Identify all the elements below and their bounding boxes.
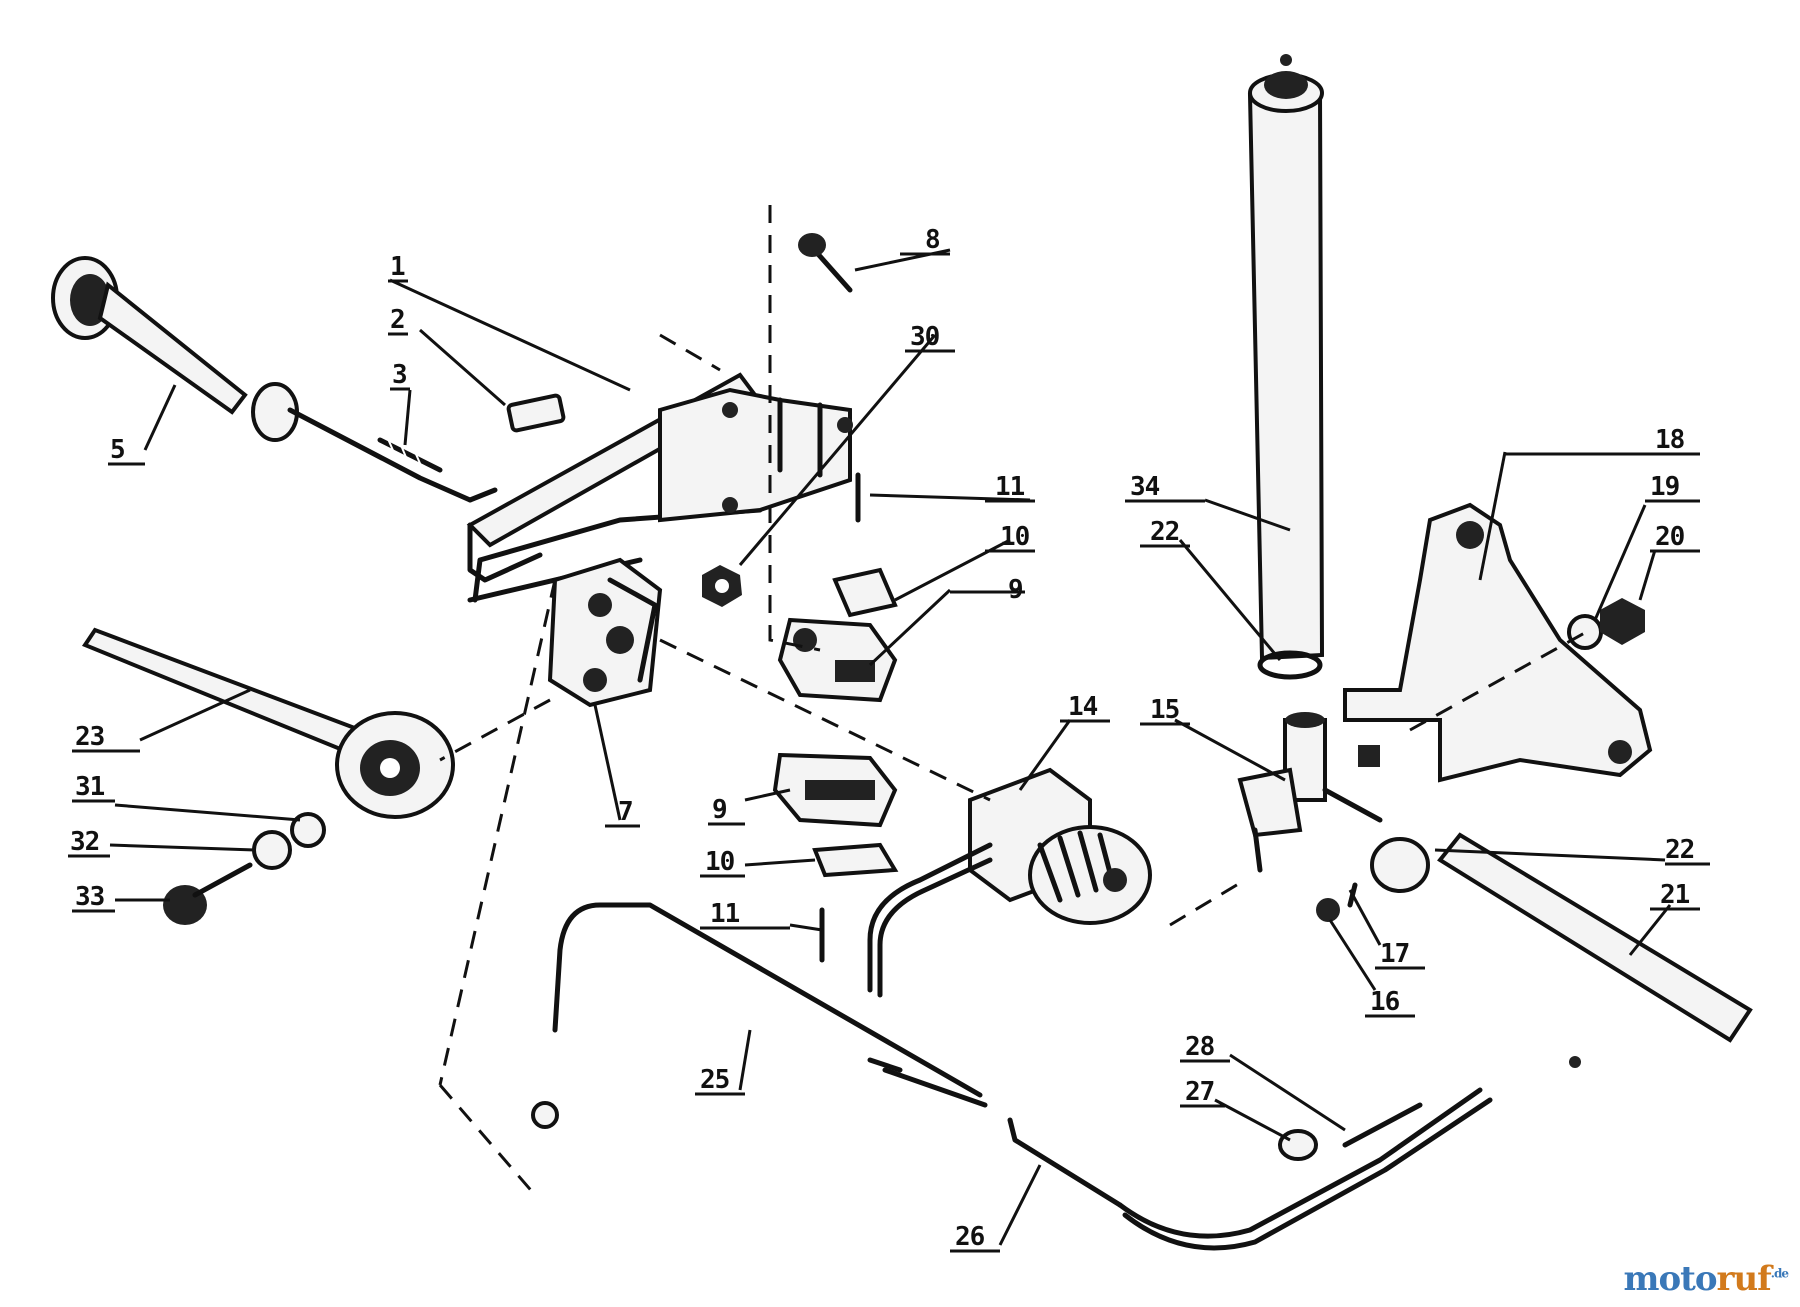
part-33-screw [163,862,253,925]
part-7-switch [547,557,663,708]
callout-28-label: 28 [1185,1032,1215,1062]
part-10-upper-plate [832,567,898,618]
part-8-bolt [798,233,853,293]
part-9-lower-clip [772,752,898,828]
callout-9-lower: 9 [708,795,745,826]
callout-16-label: 16 [1370,987,1400,1017]
callout-26-label: 26 [955,1222,985,1252]
part-9-upper-clip [777,617,898,703]
part-19-washer [1567,614,1603,650]
callout-18: 18 [1505,425,1700,456]
callout-2: 2 [388,305,408,336]
part-15-valve [1237,712,1383,873]
callout-5-label: 5 [110,435,125,465]
callout-33: 33 [72,882,115,913]
callout-31-label: 31 [75,772,105,802]
callout-22-lower: 22 [1665,835,1710,866]
watermark-suffix: .de [1770,1266,1789,1281]
callout-17: 17 [1375,939,1425,970]
callout-30-label: 30 [910,322,940,352]
callout-9-upper-label: 9 [1008,575,1023,605]
callout-1-label: 1 [390,252,405,282]
part-31-washer [290,812,326,848]
callout-10-upper-label: 10 [1000,522,1030,552]
callout-22-upper-label: 22 [1150,517,1179,547]
callout-22-upper: 22 [1140,517,1190,548]
callout-9-upper: 9 [950,575,1025,605]
callout-27: 27 [1180,1077,1225,1108]
callout-9-lower-label: 9 [712,795,727,825]
callout-23-label: 23 [75,722,104,752]
assembly-lines [438,205,1591,1196]
callout-11-lower: 11 [700,899,790,930]
part-32-washer [252,830,292,870]
callout-27-label: 27 [1185,1077,1214,1107]
callout-2-label: 2 [390,305,405,335]
callout-15-label: 15 [1150,695,1179,725]
callout-25: 25 [695,1065,745,1096]
callout-11-lower-label: 11 [710,899,740,929]
callout-17-label: 17 [1380,939,1409,969]
part-34-tube [1247,54,1325,661]
callout-14-label: 14 [1068,692,1098,722]
part-3-screw [377,431,443,473]
callout-23: 23 [72,722,140,753]
part-25-cable [531,842,993,1129]
part-10-lower-plate [812,842,899,878]
part-18-bracket [1343,502,1653,783]
part-30-nut [702,565,742,607]
callout-14: 14 [1060,692,1110,723]
callout-33-label: 33 [75,882,104,912]
part-16-ball [1316,898,1340,922]
callout-10-upper: 10 [985,522,1035,553]
callout-32: 32 [68,827,110,858]
part-14-solenoid [968,767,1152,925]
callout-10-lower: 10 [700,847,745,878]
callout-1: 1 [388,252,408,283]
callout-21-label: 21 [1660,880,1690,910]
leader-lines [109,248,1672,1246]
part-20-nut [1600,598,1645,645]
callout-20: 20 [1650,522,1700,553]
callout-11-upper: 11 [985,472,1035,503]
part-23-handle [81,627,455,819]
callout-11-upper-label: 11 [995,472,1025,502]
callout-34: 34 [1125,472,1205,503]
callout-30: 30 [905,322,955,353]
frame-bracket [658,387,853,523]
callout-28: 28 [1180,1032,1230,1063]
callout-8: 8 [900,225,950,256]
watermark-text-a: moto [1623,1259,1717,1299]
part-22-upper-clamp [1257,650,1323,680]
callout-8-label: 8 [925,225,940,255]
watermark-text-b: ruf [1716,1259,1772,1299]
part-5-rod [51,256,498,503]
callout-16: 16 [1365,987,1415,1018]
callout-19-label: 19 [1650,472,1679,502]
callout-10-lower-label: 10 [705,847,735,877]
part-21-pipe [1370,832,1753,1043]
callout-15: 15 [1140,695,1190,726]
callout-5: 5 [108,435,145,466]
callout-25-label: 25 [700,1065,729,1095]
part-2-plate [506,393,566,433]
callout-7-label: 7 [618,797,633,827]
callout-32-label: 32 [70,827,99,857]
callout-21: 21 [1650,880,1700,911]
callout-7: 7 [605,797,640,828]
part-26-cable [1007,1056,1581,1251]
callout-26: 26 [950,1222,1000,1253]
callout-3-label: 3 [392,360,407,390]
callout-31: 31 [72,772,115,803]
site-watermark: motoruf.de [1623,1259,1789,1299]
callout-18-label: 18 [1655,425,1685,455]
callout-20-label: 20 [1655,522,1685,552]
part-28-sleeve [1342,1102,1423,1148]
callout-19: 19 [1645,472,1700,503]
callout-22-lower-label: 22 [1665,835,1694,865]
part-27-end [1278,1129,1318,1161]
callout-34-label: 34 [1130,472,1160,502]
callout-3: 3 [390,360,410,391]
